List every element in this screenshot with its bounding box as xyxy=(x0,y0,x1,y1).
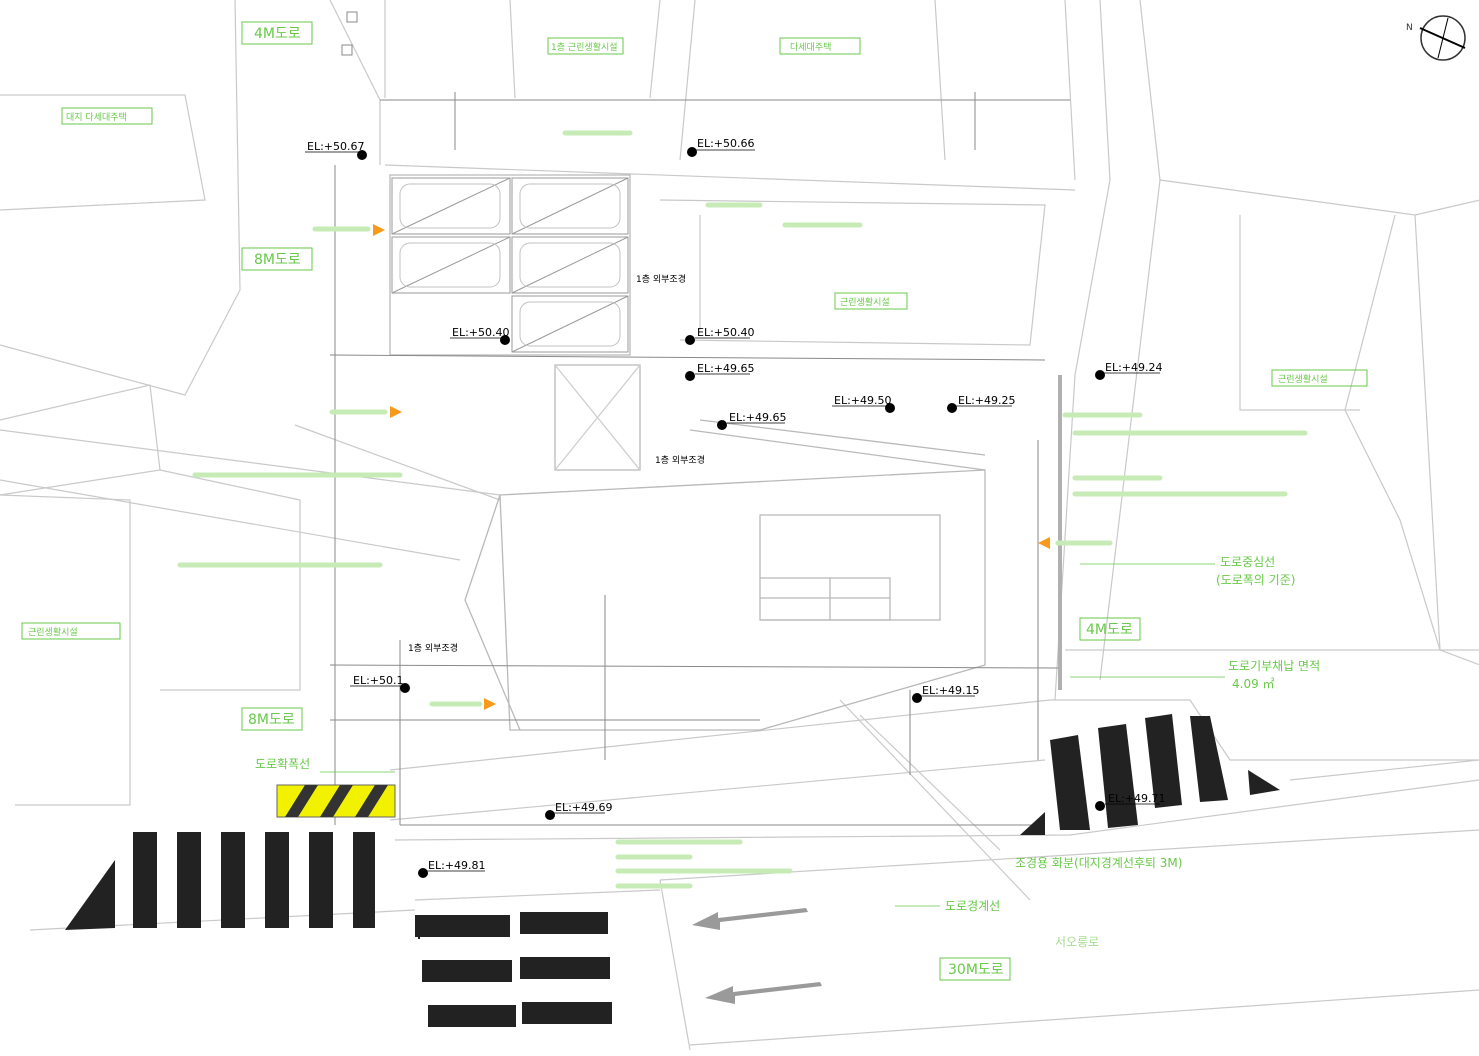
boundary-setback-note: 조경용 화분(대지경계선후퇴 3M) xyxy=(1015,856,1182,870)
road-label-30m: 30M도로 xyxy=(948,962,1004,978)
road-area-label: 도로기부채납 면적 xyxy=(1228,659,1320,673)
green-box-labels xyxy=(21,21,1368,981)
road-label-left-low: 8M도로 xyxy=(248,712,295,728)
svg-text:EL:+49.65: EL:+49.65 xyxy=(729,411,787,424)
svg-text:EL:+49.15: EL:+49.15 xyxy=(922,684,980,697)
road-boundary-note: 도로경계선 xyxy=(945,899,1000,913)
svg-text:EL:+49.65: EL:+49.65 xyxy=(697,362,755,375)
svg-text:EL:+50.66: EL:+50.66 xyxy=(697,137,755,150)
svg-text:EL:+50.40: EL:+50.40 xyxy=(452,326,510,339)
box-label-top-right: 다세대주택 xyxy=(790,42,831,53)
elevation-marker-8: EL:+49.25 xyxy=(947,394,1016,413)
road-arrow-upper xyxy=(692,908,808,930)
elevation-marker-10: EL:+50.1 xyxy=(350,674,410,693)
elevation-marker-3: EL:+50.40 xyxy=(450,326,510,345)
elevation-marker-1: EL:+50.67 xyxy=(305,140,367,160)
elevation-marker-7: EL:+49.50 xyxy=(832,394,895,413)
crosswalk-left xyxy=(65,832,375,930)
elevation-marker-5: EL:+49.65 xyxy=(685,362,755,381)
svg-text:EL:+49.81: EL:+49.81 xyxy=(428,859,486,872)
road-centerline-sub: (도로폭의 기준) xyxy=(1216,573,1295,587)
elevation-marker-4: EL:+50.40 xyxy=(685,326,755,345)
landscape-note-c: 1층 외부조경 xyxy=(408,642,458,654)
elevation-marker-11: EL:+49.15 xyxy=(912,684,980,703)
svg-text:N: N xyxy=(1406,23,1413,33)
svg-text:EL:+50.1: EL:+50.1 xyxy=(353,674,404,687)
avenue-name: 서오릉로 xyxy=(1055,935,1099,949)
elevation-marker-13: EL:+49.81 xyxy=(418,859,486,878)
flag-marks xyxy=(341,11,358,56)
road-label-right: 4M도로 xyxy=(1086,622,1133,638)
elevation-marker-12: EL:+49.69 xyxy=(545,801,613,820)
road-area-value: 4.09 ㎡ xyxy=(1232,677,1275,691)
landscape-note-a: 1층 외부조경 xyxy=(636,273,686,285)
road-arrow-lower xyxy=(705,982,822,1004)
faint-annotations xyxy=(177,130,1308,889)
box-label-top-center: 1층 근린생활시설 xyxy=(551,41,618,53)
box-label-left: 근린생활시설 xyxy=(28,626,78,638)
elevation-marker-2: EL:+50.66 xyxy=(687,137,755,157)
box-label-top-left: 대지 다세대주택 xyxy=(66,112,127,123)
svg-text:EL:+49.25: EL:+49.25 xyxy=(958,394,1016,407)
dimension-lines xyxy=(329,92,1070,826)
road-centerline-note: 도로중심선 xyxy=(1220,555,1275,569)
building-outline xyxy=(389,174,986,731)
elevation-marker-6: EL:+49.65 xyxy=(717,411,787,430)
svg-text:EL:+49.69: EL:+49.69 xyxy=(555,801,613,814)
svg-text:EL:+49.50: EL:+49.50 xyxy=(834,394,892,407)
landscape-note-b: 1층 외부조경 xyxy=(655,454,705,466)
parking-stalls xyxy=(391,177,629,353)
svg-text:EL:+50.40: EL:+50.40 xyxy=(697,326,755,339)
road-widening-note: 도로확폭선 xyxy=(255,757,310,771)
box-label-mid-center: 근린생활시설 xyxy=(840,296,890,308)
box-label-right: 근린생활시설 xyxy=(1278,373,1328,385)
crosswalk-right xyxy=(1020,714,1280,835)
north-arrow-icon: N xyxy=(1406,15,1466,61)
road-label-left-mid: 8M도로 xyxy=(254,252,301,268)
road-label-top-left: 4M도로 xyxy=(254,26,301,42)
elevation-marker-9: EL:+49.24 xyxy=(1095,361,1163,380)
crosswalk-bottom xyxy=(415,912,612,1027)
svg-text:EL:+49.24: EL:+49.24 xyxy=(1105,361,1163,374)
svg-text:EL:+49.71: EL:+49.71 xyxy=(1108,792,1166,805)
svg-text:EL:+50.67: EL:+50.67 xyxy=(307,140,365,153)
orange-arrows xyxy=(373,224,1050,710)
elevation-marker-14: EL:+49.71 xyxy=(1095,792,1166,811)
hazard-stripe xyxy=(276,784,396,818)
